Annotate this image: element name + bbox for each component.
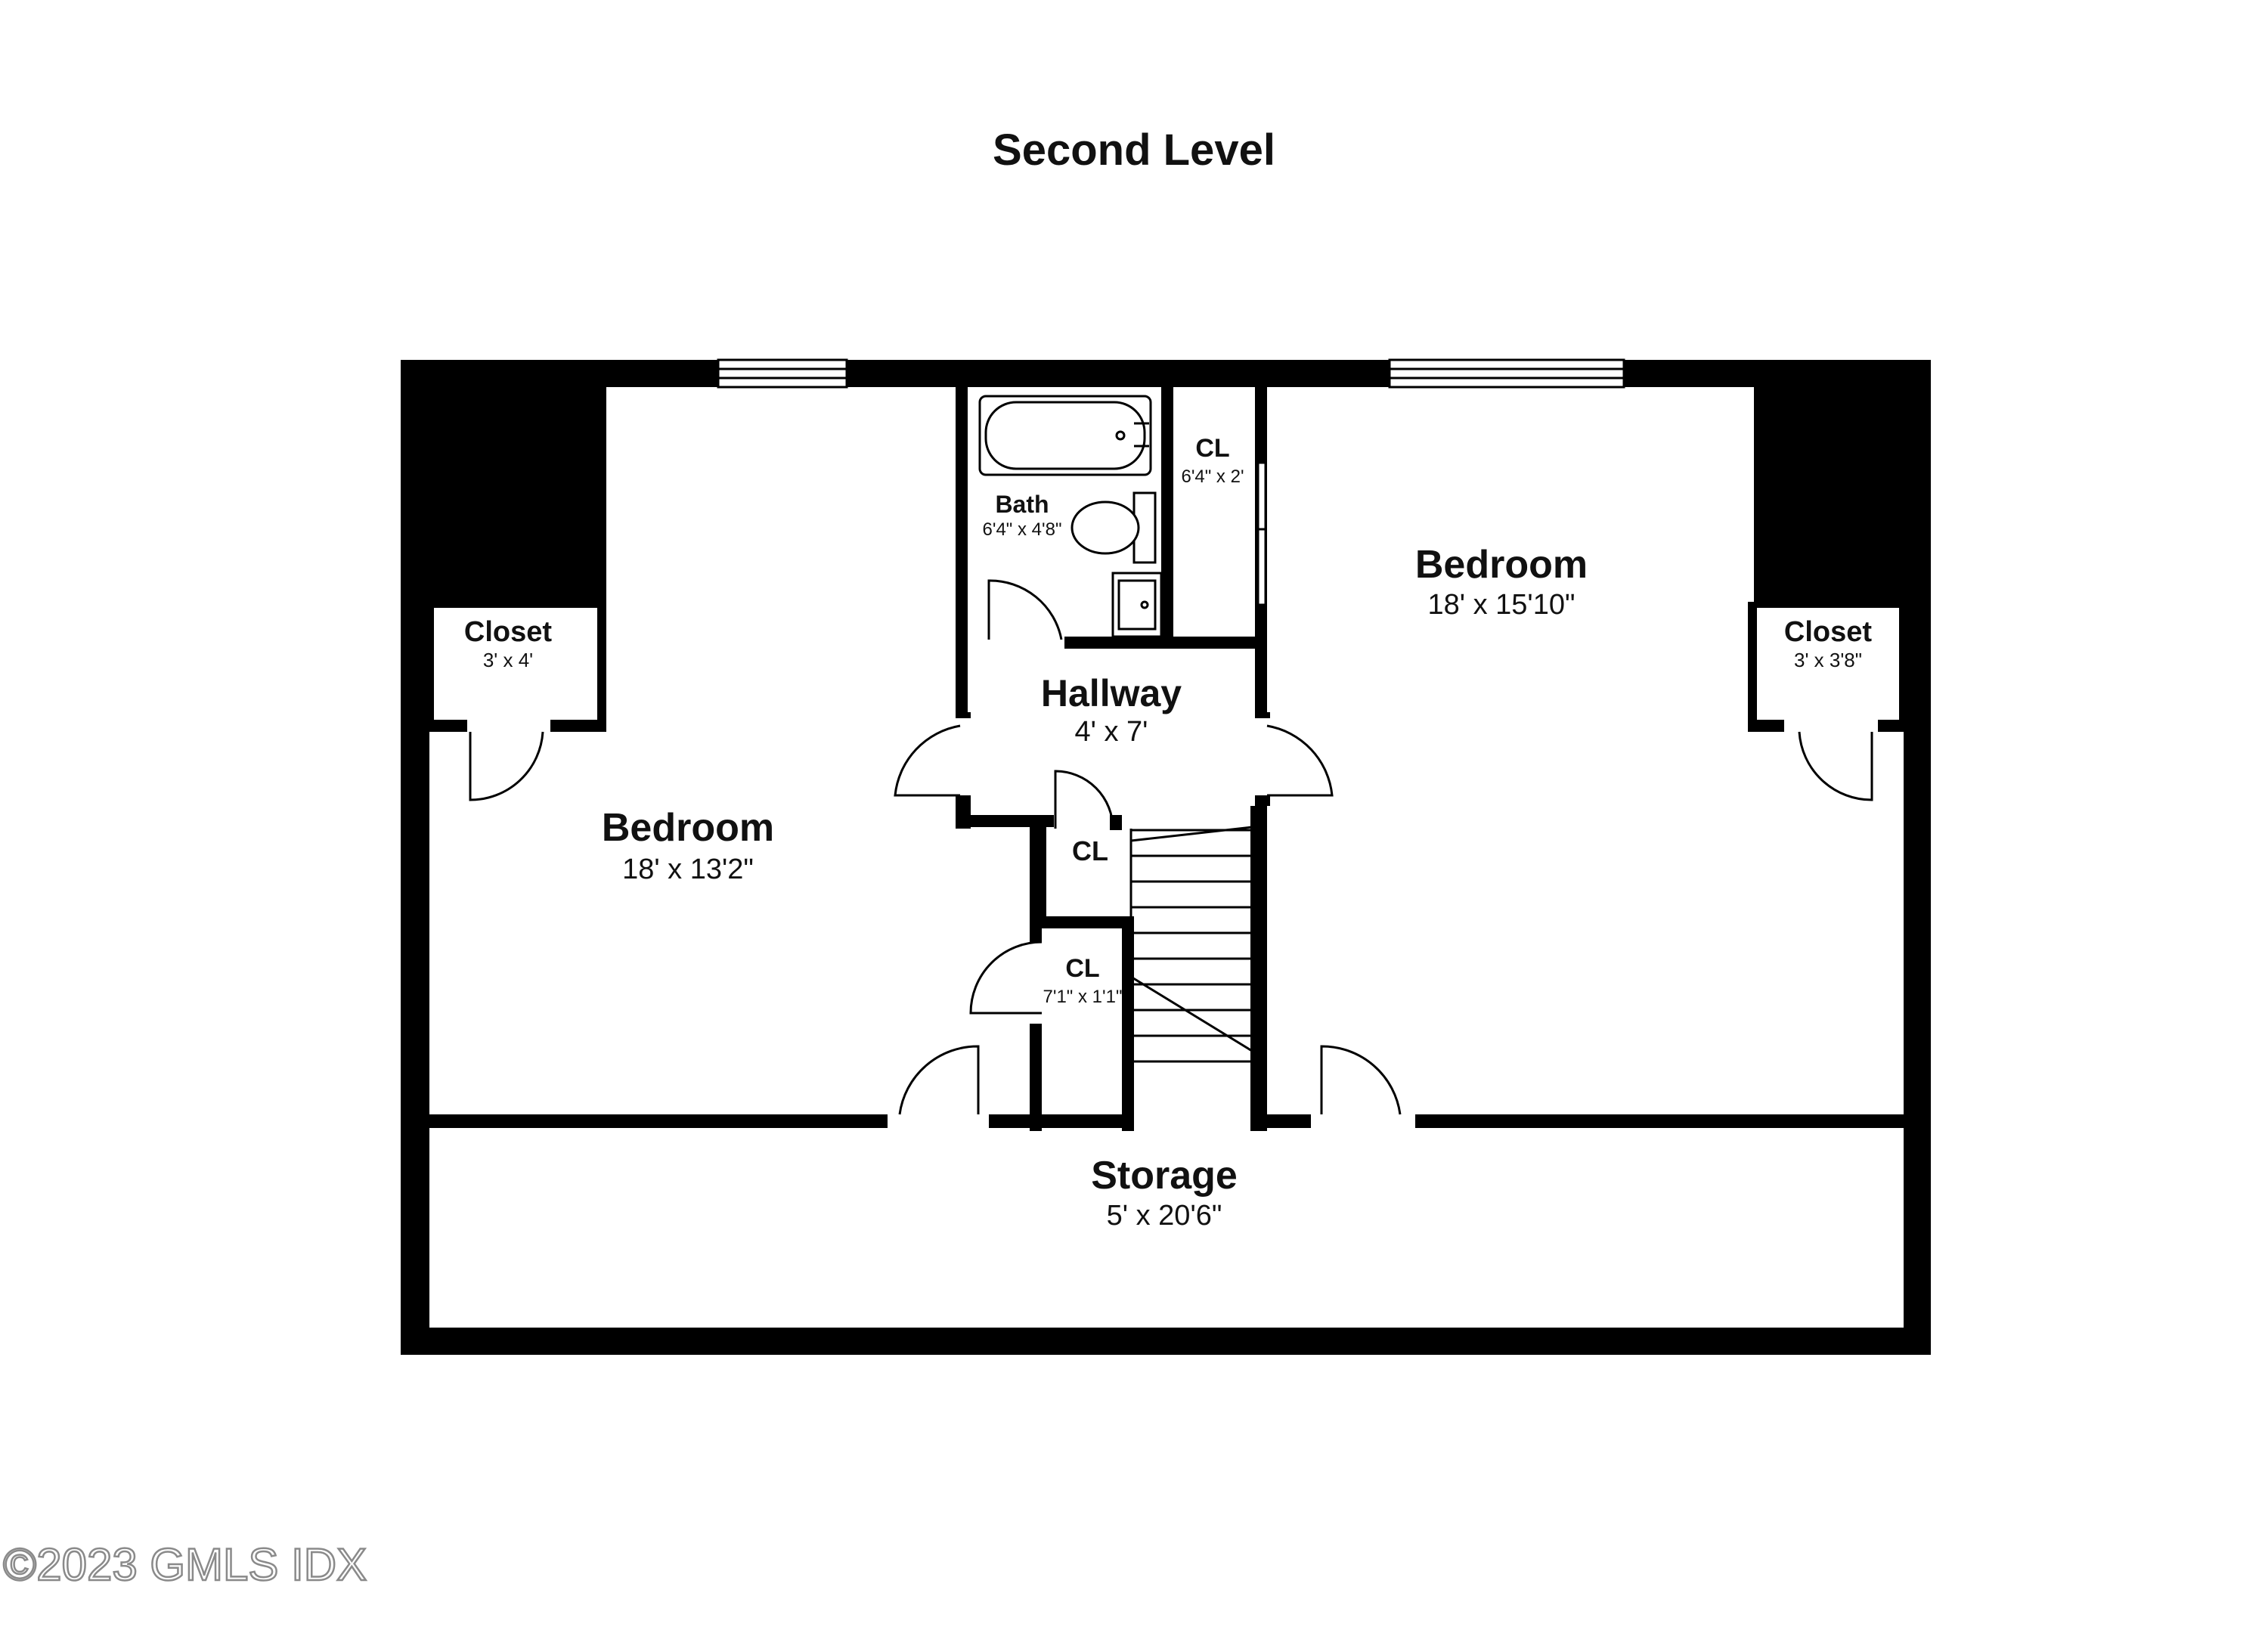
door-hallway-right [1266, 724, 1334, 797]
interior-walls [428, 386, 1905, 1131]
stair-break-line [1129, 829, 1253, 1052]
stairs [1129, 826, 1253, 1063]
door-closet-right [1798, 731, 1873, 801]
toilet-icon [1070, 500, 1140, 555]
room-name-cl-low: CL [1065, 954, 1099, 983]
bath-fixtures [978, 395, 1163, 638]
exterior-walls [401, 360, 1931, 1355]
plan-title: Second Level [993, 126, 1275, 175]
solid-blocks [428, 386, 1905, 602]
window-left [717, 358, 848, 389]
room-name-bath: Bath [995, 491, 1049, 518]
room-name-closet-right: Closet [1784, 616, 1872, 648]
door-storage-left [898, 1045, 980, 1115]
room-dims-storage: 5' x 20'6" [1107, 1200, 1222, 1232]
door-storage-right [1320, 1045, 1402, 1115]
door-cl-mid [1054, 770, 1114, 829]
room-dims-bedroom-left: 18' x 13'2" [622, 854, 754, 885]
sliding-door [1256, 461, 1267, 606]
door-bath [987, 579, 1063, 640]
doors [469, 579, 1873, 1115]
door-hallway-left [894, 724, 961, 797]
room-dims-closet-left: 3' x 4' [483, 649, 533, 671]
door-closet-left [469, 731, 544, 801]
room-dims-hallway: 4' x 7' [1075, 716, 1148, 748]
room-labels: Closet 3' x 4' Bedroom 18' x 13'2" Bath … [464, 434, 1872, 1232]
room-name-cl-mid: CL [1072, 835, 1108, 866]
room-dims-closet-right: 3' x 3'8" [1794, 649, 1862, 671]
room-dims-bath: 6'4" x 4'8" [983, 519, 1062, 540]
window-right [1388, 358, 1625, 389]
room-name-storage: Storage [1091, 1154, 1238, 1198]
room-name-hallway: Hallway [1041, 672, 1182, 714]
copyright-watermark: ©2023 GMLS IDX [3, 1539, 367, 1590]
door-cl-low [969, 941, 1043, 1015]
room-name-bedroom-left: Bedroom [602, 806, 774, 850]
room-dims-cl-top: 6'4" x 2' [1181, 466, 1244, 487]
room-dims-bedroom-right: 18' x 15'10" [1428, 589, 1576, 621]
room-name-closet-left: Closet [464, 616, 552, 648]
room-name-cl-top: CL [1195, 434, 1229, 463]
windows [717, 358, 1625, 389]
room-dims-cl-low: 7'1" x 1'1" [1043, 987, 1123, 1007]
room-name-bedroom-right: Bedroom [1415, 543, 1588, 587]
